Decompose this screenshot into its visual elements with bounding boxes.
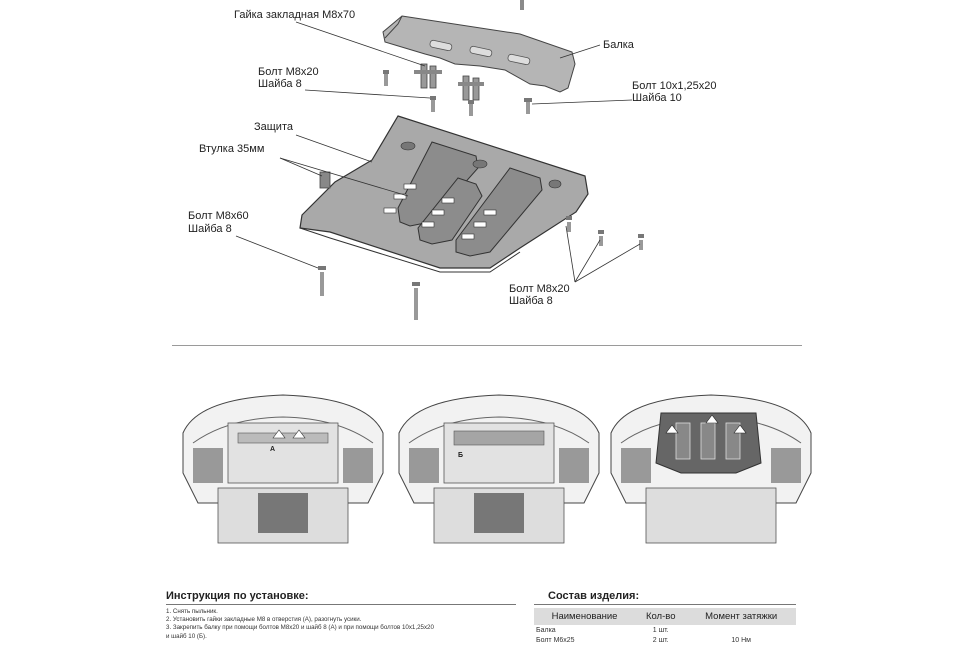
car-step-3-image <box>610 394 812 544</box>
embedded-nuts <box>414 63 484 101</box>
cell-qty: 1 шт. <box>652 626 669 634</box>
label-guard: Защита <box>254 121 293 133</box>
car-step-1-image <box>182 394 384 544</box>
guard-plate <box>299 115 589 273</box>
beam-part <box>382 15 576 93</box>
cell-name: Болт М6х25 <box>536 636 575 644</box>
bushing-part <box>319 171 331 189</box>
instructions-title: Инструкция по установке: <box>166 590 309 602</box>
table-row: Балка 1 шт. <box>534 625 796 635</box>
top-bolt <box>520 0 524 10</box>
label-bolt-10: Болт 10х1,25х20 <box>632 80 717 92</box>
column-header-qty: Кол-во <box>635 608 687 625</box>
instruction-step: 2. Установить гайки закладные М8 в отвер… <box>166 616 362 624</box>
label-bolt-m8x20-top: Болт М8х20 <box>258 66 319 78</box>
lower-fasteners <box>318 216 644 320</box>
table-row: Болт М6х25 2 шт. 10 Нм <box>534 635 796 645</box>
car-step-1-mark-a: A <box>270 446 276 453</box>
exploded-assembly-diagram <box>235 0 644 320</box>
cell-torque <box>686 625 796 635</box>
composition-header-row: Наименование Кол-во Момент затяжки <box>534 608 796 625</box>
label-bolt-m8x60: Болт М8х60 <box>188 210 249 222</box>
top-fasteners <box>383 70 532 116</box>
label-bushing: Втулка 35мм <box>199 143 265 155</box>
label-washer-8-left: Шайба 8 <box>188 223 232 235</box>
composition-title: Состав изделия: <box>548 590 640 602</box>
instruction-step: 3. Закрепить балку при помощи болтов М8х… <box>166 624 434 632</box>
composition-table: Наименование Кол-во Момент затяжки Балка… <box>534 608 796 645</box>
instruction-step: и шайб 10 (Б). <box>166 632 207 640</box>
label-washer-8-right: Шайба 8 <box>509 295 553 307</box>
leader-lines <box>235 21 641 283</box>
section-divider <box>172 345 802 346</box>
label-bolt-m8x20-right: Болт М8х20 <box>509 283 570 295</box>
label-washer-10: Шайба 10 <box>632 92 682 104</box>
instructions-rule <box>166 604 516 605</box>
instruction-step: 1. Снять пыльник. <box>166 608 218 615</box>
column-header-torque: Момент затяжки <box>686 608 796 625</box>
cell-qty: 2 шт. <box>652 636 669 644</box>
car-step-2-image <box>398 394 600 544</box>
cell-torque: 10 Нм <box>731 636 751 644</box>
car-step-2-mark-b: Б <box>458 452 464 459</box>
label-embedded-nut: Гайка закладная М8х70 <box>234 9 356 21</box>
label-washer-8-top: Шайба 8 <box>258 78 302 90</box>
column-header-name: Наименование <box>534 608 636 625</box>
composition-rule <box>534 604 796 605</box>
cell-name: Балка <box>536 626 556 634</box>
label-beam: Балка <box>603 39 634 51</box>
instructions-steps: 1. Снять пыльник. 2. Установить гайки за… <box>166 608 516 641</box>
